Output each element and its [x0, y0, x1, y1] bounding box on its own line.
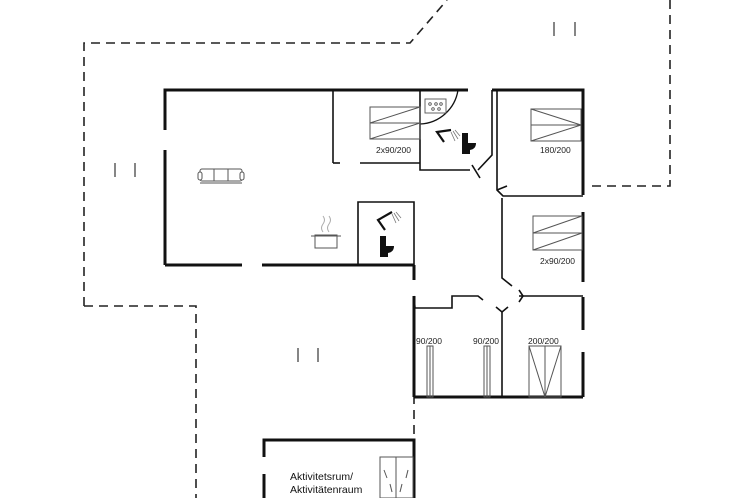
interior-walls — [332, 90, 583, 397]
bed-label-bedroom-3: 2x90/200 — [540, 256, 575, 266]
terrace-markers — [114, 22, 576, 362]
toilet-icon — [380, 236, 394, 257]
cooking-pot-icon — [311, 215, 341, 249]
bed-label-bedroom-1: 2x90/200 — [376, 145, 411, 155]
bed-label-bedroom-5: 90/200 — [473, 336, 499, 346]
activity-room-label-line2: Aktivitätenraum — [290, 484, 363, 496]
beds — [369, 106, 583, 398]
exterior-walls — [163, 88, 585, 498]
bed-label-bedroom-4: 90/200 — [416, 336, 442, 346]
bed-label-bedroom-6: 200/200 — [528, 336, 559, 346]
toilet-icon — [462, 133, 476, 154]
sofa-icon — [197, 168, 245, 184]
bed-label-bedroom-2: 180/200 — [540, 145, 571, 155]
door-swing — [419, 89, 459, 125]
sink-icon — [424, 98, 447, 114]
activity-room-cabinet — [379, 456, 414, 498]
activity-room-label-line1: Aktivitetsrum/ — [290, 471, 354, 483]
activity-room-label: Aktivitetsrum/ Aktivitätenraum — [290, 471, 362, 497]
shower-icon — [435, 128, 461, 143]
shower-icon — [376, 211, 402, 231]
